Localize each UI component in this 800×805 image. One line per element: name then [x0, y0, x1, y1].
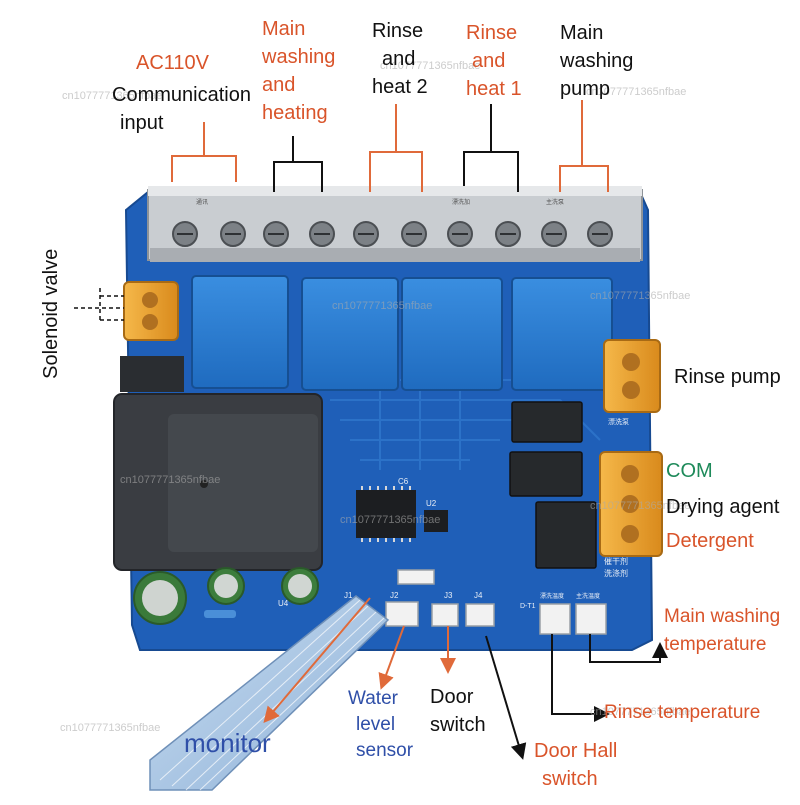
watermark-10: cn1077771365nfbae [60, 722, 161, 734]
ic-chips [356, 486, 448, 542]
terminal-marks: 通讯 漂洗加 主洗泵 [196, 198, 564, 206]
label-rinse-heat1-3: heat 1 [466, 78, 522, 100]
mark-comm: 通讯 [196, 198, 208, 206]
label-rinse-heat2-1: Rinse [372, 20, 424, 42]
bracket-main-pump [559, 100, 609, 192]
mark-rinse-heat: 漂洗加 [452, 198, 470, 206]
relays [191, 275, 613, 391]
label-main-wash-heat-4: heating [262, 102, 328, 124]
watermark-4: cn1077771365nfbae [590, 290, 691, 302]
watermark-5: cn1077771365nfbae [590, 500, 691, 512]
label-main-wash-heat-3: and [262, 74, 296, 96]
arrow-rinse-temp [551, 634, 610, 722]
bracket-rinse-heat2 [369, 104, 423, 192]
label-rinse-pump: Rinse pump [674, 366, 781, 388]
terminal-block [147, 186, 643, 262]
label-monitor: monitor [184, 728, 271, 758]
mark-rinse-temp: 漂洗温度 [540, 592, 564, 600]
label-water-level-2: level [356, 714, 396, 735]
label-rinse-heat1-2: and [472, 50, 506, 72]
label-door-hall-1: Door Hall [534, 740, 618, 762]
label-main-wash-heat-2: washing [262, 46, 336, 68]
label-main-pump-1: Main [560, 22, 604, 44]
capacitors [133, 567, 319, 625]
arrow-door-hall [485, 635, 527, 760]
bracket-rinse-heat1 [463, 104, 519, 192]
fuse-rinse-pump [603, 339, 661, 413]
label-rinse-heat2-3: heat 2 [372, 76, 428, 98]
transformer [113, 356, 323, 571]
mark-u2: U2 [426, 499, 437, 508]
bracket-main-wash-heat [273, 136, 323, 192]
label-solenoid-valve: Solenoid valve [40, 248, 63, 379]
arrow-water-level [378, 625, 405, 690]
label-rinse-heat2-2: and [382, 48, 416, 70]
mark-j3: J3 [444, 591, 453, 600]
mark-dry-agent: 催干剂 [604, 556, 628, 566]
label-main-pump-2: washing [560, 50, 634, 72]
mark-j4: J4 [474, 591, 483, 600]
label-comm-input-1: Communication [112, 84, 251, 106]
label-comm-input-2: input [120, 112, 164, 134]
label-detergent: Detergent [666, 530, 754, 552]
watermark-6: cn1077771365nfbae [120, 474, 221, 486]
mark-main-temp: 主洗温度 [576, 592, 600, 600]
watermark-3: cn1077771365nfbae [340, 514, 441, 526]
label-ac110v: AC110V [136, 52, 210, 74]
mark-c6: C6 [398, 477, 409, 486]
label-door-switch-2: switch [430, 714, 486, 736]
label-door-hall-2: switch [542, 768, 598, 790]
arrow-main-temp [589, 634, 668, 663]
label-rinse-heat1-1: Rinse [466, 22, 518, 44]
label-main-wash-heat-1: Main [262, 18, 306, 40]
watermark-8: cn1077771365nfbae [380, 60, 481, 72]
label-water-level-1: Water [348, 688, 398, 709]
solenoid-arrow [74, 288, 124, 322]
watermark-7: cn1077771365nfbae [586, 86, 687, 98]
label-main-wash-temp-1: Main washing [664, 606, 781, 627]
label-water-level-3: sensor [356, 740, 414, 761]
mark-detergent: 洗涤剂 [604, 568, 628, 578]
bracket-ac110v [171, 122, 237, 182]
label-door-switch-1: Door [430, 686, 474, 708]
label-rinse-temp: Rinse temperature [604, 702, 761, 723]
label-com: COM [666, 460, 713, 482]
label-main-wash-temp-2: temperature [664, 634, 767, 655]
mark-main-pump: 主洗泵 [546, 198, 564, 206]
ribbon-cable [149, 595, 390, 791]
small-relays [509, 401, 597, 569]
watermark-1: cn1077771365nfbae [62, 90, 163, 102]
mark-j2: J2 [390, 591, 399, 600]
mark-j1: J1 [344, 591, 353, 600]
watermark-2: cn1077771365nfbae [332, 300, 433, 312]
fuse-solenoid [123, 281, 179, 341]
mark-u4: U4 [278, 599, 289, 608]
watermark-9: cn1077771365nfbae [590, 706, 691, 718]
mark-rinse-pump: 漂洗泵 [608, 417, 629, 426]
fuse-com-dry-detergent [599, 451, 663, 557]
connectors [385, 569, 607, 635]
terminal-screws [172, 221, 613, 247]
arrow-monitor [263, 597, 371, 724]
label-drying-agent: Drying agent [666, 496, 780, 518]
arrows-bottom [263, 597, 668, 760]
label-main-pump-3: pump [560, 78, 611, 100]
board-marks: C6 U2 U4 J1 J2 J3 J4 D-T1 漂洗泵 催干剂 洗涤剂 漂洗… [278, 417, 629, 610]
mark-dt: D-T1 [520, 603, 536, 610]
